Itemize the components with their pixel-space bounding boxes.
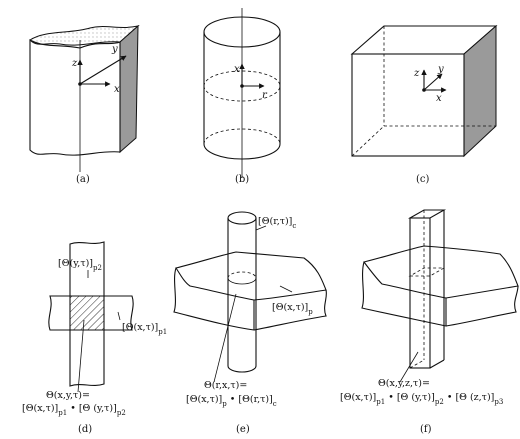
panel-c-z-label: z	[413, 68, 420, 79]
caption-e: (e)	[236, 424, 250, 435]
panel-f-plate-front	[361, 261, 447, 327]
panel-a-z-label: z	[71, 58, 78, 69]
panel-c-y-axis	[423, 73, 443, 91]
panel-b-origin	[240, 84, 244, 88]
panel-b-cylinder: x r	[203, 8, 281, 178]
panel-d-hatched-core	[69, 295, 105, 331]
panel-b-bottom-back	[203, 128, 281, 145]
panel-c-x-label: x	[436, 93, 442, 104]
panel-e-cyl-bottom	[227, 365, 257, 373]
panel-a-front-face	[29, 39, 121, 156]
caption-f: (f)	[420, 424, 432, 435]
panel-f-plate-top	[363, 245, 519, 299]
caption-c: (c)	[416, 174, 430, 185]
panel-e-plate-right	[253, 289, 327, 331]
panel-a-y-axis	[79, 55, 127, 85]
panel-c-front-face	[351, 53, 465, 157]
panel-e-eq-line1: Θ(r,x,τ)=	[204, 380, 247, 391]
panel-e-cyl-top	[227, 211, 257, 225]
caption-a: (a)	[76, 174, 90, 185]
panel-d-eq-line1: Θ(x,y,τ)=	[46, 390, 90, 401]
panel-f-plate-right	[445, 285, 519, 327]
panel-d-right-leader	[117, 311, 121, 321]
panel-f-bottom-leader	[399, 351, 419, 383]
panel-d-eq-line2: [Θ(x,τ)]p1 • [Θ (y,τ)]p2	[22, 403, 126, 417]
panel-c-y-label: y	[437, 64, 444, 75]
panel-b-x-label: x	[234, 64, 240, 75]
panel-e-cyl-body	[227, 218, 257, 366]
panel-c-cube: z x y	[350, 24, 498, 158]
panel-b-mid-section	[203, 70, 281, 87]
panel-e-top-label: [Θ(r,τ)]c	[258, 216, 296, 230]
panel-e-cyl-section	[227, 271, 257, 279]
panel-d-horizontal-plate	[48, 295, 134, 331]
panel-c-side-face	[463, 24, 497, 158]
panel-d-right-label: [Θ(x,τ)]p1	[122, 322, 167, 336]
panel-a-y-label: y	[111, 44, 118, 55]
panel-e-bottom-leader	[213, 293, 237, 383]
panel-a-slab: z x y	[29, 24, 140, 172]
panel-d-vertical-plate	[69, 241, 105, 387]
panel-e-top-leader	[255, 225, 267, 231]
panel-f-bar-hidden-bottom	[409, 359, 425, 369]
panel-b-r-label: r	[262, 90, 268, 101]
panel-b-mid-front	[203, 85, 281, 102]
panel-f-bar-plate: Θ(x,y,z,τ)= [Θ(x,τ)]p1 • [Θ (y,τ)]p2 • […	[340, 209, 519, 406]
panel-a-x-label: x	[114, 84, 120, 95]
panel-e-plate-top	[175, 251, 327, 301]
panel-e-right-label: [Θ(x,τ)]p	[272, 302, 313, 316]
panel-d-top-label: [Θ(y,τ)]p2	[58, 258, 102, 272]
panel-f-bar-top	[407, 209, 447, 219]
panel-f-eq-line1: Θ(x,y,z,τ)=	[378, 378, 430, 389]
panel-e-cyl-section-front	[227, 277, 257, 285]
panel-c-hidden-diagonal	[351, 125, 385, 157]
caption-d: (d)	[78, 424, 92, 435]
panel-c-origin	[422, 88, 426, 92]
panel-f-eq-line2: [Θ(x,τ)]p1 • [Θ (y,τ)]p2 • [Θ (z,τ)]p3	[340, 392, 503, 406]
panel-d-bottom-leader	[77, 319, 85, 393]
panel-f-bar-bottom-edge	[429, 359, 445, 369]
panel-e-eq-line2: [Θ(x,τ)]p • [Θ(r,τ)]c	[186, 394, 277, 408]
panel-a-side-face	[119, 24, 139, 154]
panel-e-plate-front	[173, 267, 255, 331]
caption-b: (b)	[235, 174, 249, 185]
panel-d-intersection: [Θ(y,τ)]p2 [Θ(x,τ)]p1 Θ(x,y,τ)= [Θ(x,τ)]…	[22, 241, 167, 417]
panel-f-bar-section	[408, 267, 446, 277]
panel-e-cylinder-plate: [Θ(r,τ)]c [Θ(x,τ)]p Θ(r,x,τ)= [Θ(x,τ)]p …	[173, 211, 327, 408]
panel-a-origin	[78, 82, 82, 86]
panel-e-right-leader	[279, 285, 293, 293]
panel-f-bar-front	[409, 217, 431, 369]
